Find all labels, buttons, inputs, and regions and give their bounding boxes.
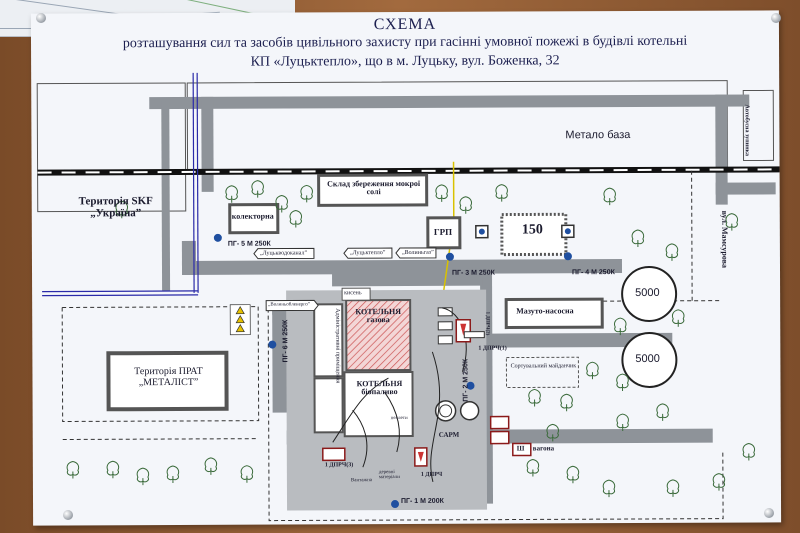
- boiler-bio-label: КОТЕЛЬНЯ біопаливо: [356, 379, 403, 397]
- railway: [37, 166, 780, 176]
- sign-lutskteplo: „Луцьктепло”: [349, 250, 386, 257]
- bus-stop-label: Автобусна зупинка: [743, 104, 750, 157]
- pin-bottom-right: [764, 508, 774, 518]
- pg1-label: ПГ- 1 М 200К: [401, 497, 444, 506]
- grp-label: ГРП: [433, 226, 453, 237]
- sign-lutskvodokanal: „Луцькводоканал”: [259, 250, 308, 257]
- pg4-label: ПГ- 4 М 250К: [572, 269, 615, 277]
- territory-pat-label: Територія ПРАТ „МЕТАЛІСТ”: [134, 365, 203, 388]
- street-mamsurova-label: вул. Мамсурова: [720, 210, 730, 268]
- pg5-label: ПГ- 5 М 250К: [227, 240, 271, 248]
- tank-150-label: 150: [521, 222, 543, 238]
- site-plan-drawing: [36, 72, 780, 522]
- pin-top-left: [36, 13, 46, 23]
- collector-label: колекторна: [231, 211, 274, 221]
- pg6-label: ПГ- 6 М 250К: [282, 319, 290, 363]
- sign-volynhaz: „Волиньгаз”: [401, 249, 434, 257]
- mazut-station-label: Мазуто-насосна: [516, 306, 574, 316]
- tank-5000-a-label: 5000: [635, 286, 660, 300]
- pin-top-right: [771, 13, 781, 23]
- hydrant-symbols: [213, 233, 572, 509]
- dprch-vert-label: 1 ДПРЧ(2): [484, 311, 490, 336]
- salt-storage-label: Склад збереження мокрої солі: [327, 178, 421, 197]
- metal-base-label: Метало база: [565, 129, 631, 142]
- sorting-site-label: Сортувальний майданчик: [510, 363, 577, 370]
- evacuation-scheme-sheet: СХЕМА розташування сил та засобів цивіль…: [30, 10, 782, 526]
- skf-boundary: [36, 82, 187, 213]
- dprch3-label: 1 ДПРЧ(3): [324, 462, 354, 469]
- pg2-label: ПГ- 2 М 250К: [462, 358, 470, 402]
- fuel-label: пеллети: [390, 415, 408, 422]
- metal-base-boundary: [186, 80, 729, 172]
- admin-building-label: Адміністративні приміщення: [334, 308, 341, 384]
- sh-label: Ш: [516, 444, 525, 453]
- pg3-label: ПГ- 3 М 250К: [452, 269, 495, 277]
- sarm-label: САРМ: [438, 430, 460, 439]
- boiler-gas-label: КОТЕЛЬНЯ газова: [355, 307, 402, 325]
- oxygen-label: кисень: [344, 290, 362, 297]
- cargo-label: Вантажна: [350, 478, 372, 484]
- tank-5000-b-label: 5000: [635, 352, 660, 365]
- sign-volynoblenergo: „Волиньобленерго”: [268, 302, 310, 308]
- skf-territory-label: Територія SKF „Україна”: [78, 195, 153, 219]
- material-label: деревні матеріали: [378, 470, 400, 481]
- vagona-label: вагона: [532, 444, 555, 453]
- dprch1-label: 1 ДПРЧ(1): [478, 345, 507, 352]
- dprch1b-label: 1 ДПРЧ: [420, 471, 443, 478]
- pin-bottom-left: [63, 510, 73, 520]
